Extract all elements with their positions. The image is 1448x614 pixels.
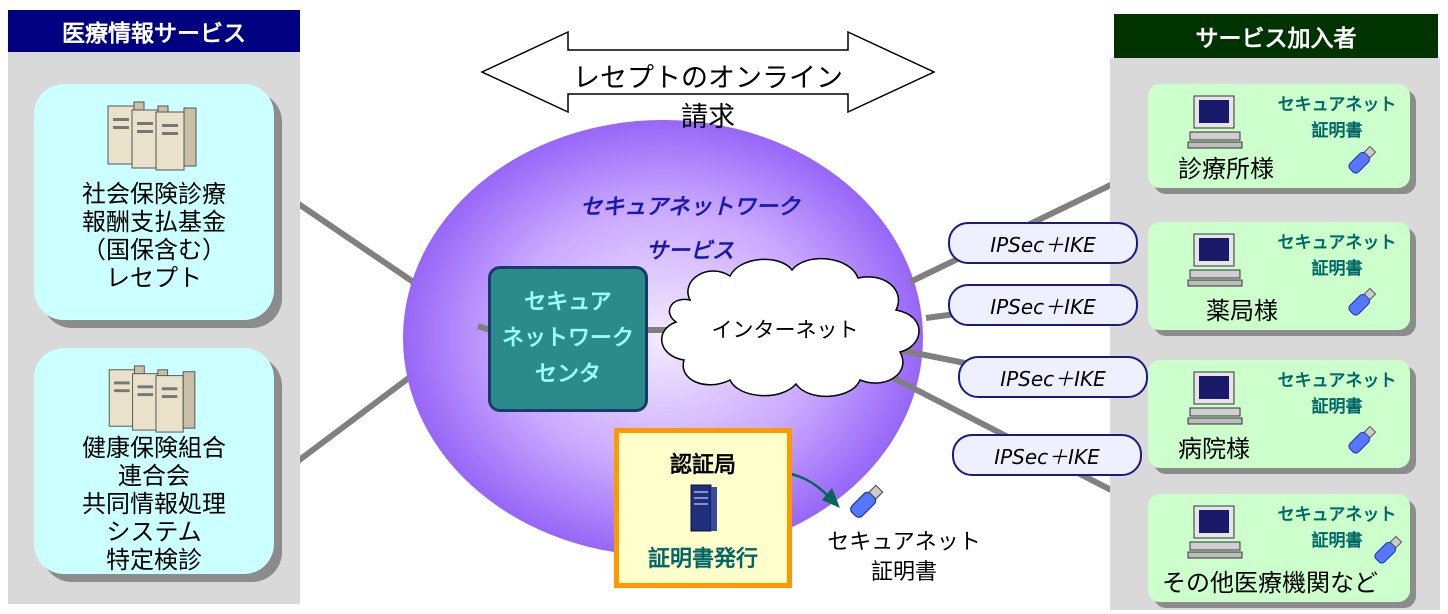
usb-key-icon	[1348, 425, 1377, 454]
arrow-label: レセプトのオンライン請求	[573, 63, 843, 133]
cert-label: セキュアネット 証明書	[1277, 233, 1397, 279]
pc-icon	[1187, 95, 1243, 149]
provider-label: 社会保険診療 報酬支払基金 （国保含む） レセプト	[82, 180, 226, 292]
protocol-pill: IPSec＋IKE	[948, 222, 1138, 264]
subscriber-box: セキュアネット 証明書 薬局様	[1148, 222, 1410, 330]
right-panel-header: サービス加入者	[1114, 14, 1438, 58]
protocol-pill: IPSec＋IKE	[948, 284, 1138, 326]
subscriber-label: 薬局様	[1206, 297, 1278, 325]
issued-cert-label: セキュアネット 証明書	[827, 530, 981, 585]
issue-arrowhead	[822, 488, 840, 508]
usb-key-icon	[850, 484, 884, 518]
subscriber-box: セキュアネット 証明書 診療所様	[1148, 84, 1410, 188]
server-rack-icon	[690, 484, 717, 532]
ca-title: 認証局	[669, 453, 736, 478]
provider-box-shaharai: 社会保険診療 報酬支払基金 （国保含む） レセプト	[34, 84, 274, 320]
provider-label: 健康保険組合 連合会 共同情報処理 システム 特定検診	[82, 434, 226, 574]
network-title: セキュアネットワーク サービス	[580, 195, 800, 264]
server-icon	[107, 101, 197, 171]
left-panel-title: 医療情報サービス	[62, 21, 246, 47]
protocol-pill: IPSec＋IKE	[958, 356, 1148, 398]
ca-action: 証明書発行	[647, 547, 758, 572]
provider-box-kenpo: 健康保険組合 連合会 共同情報処理 システム 特定検診	[34, 348, 274, 574]
usb-key-icon	[1348, 287, 1377, 316]
certificate-authority-box: 認証局 証明書発行	[614, 428, 792, 588]
subscriber-label: 診療所様	[1178, 155, 1274, 183]
subscriber-label: 病院様	[1178, 435, 1250, 463]
server-icon	[108, 365, 196, 433]
protocol-pill: IPSec＋IKE	[952, 434, 1142, 476]
subscriber-label: その他医療機関など	[1162, 569, 1378, 597]
left-panel-header: 医療情報サービス	[8, 10, 300, 52]
cert-label: セキュアネット 証明書	[1277, 95, 1397, 141]
pc-icon	[1187, 371, 1243, 425]
subscriber-box: セキュアネット 証明書 その他医療機関など	[1148, 494, 1410, 602]
internet-label: インターネット	[711, 318, 859, 342]
usb-key-icon	[1348, 145, 1377, 174]
double-arrow	[480, 30, 936, 114]
usb-key-icon	[1374, 535, 1403, 564]
cert-label: セキュアネット 証明書	[1277, 371, 1397, 417]
right-panel-title: サービス加入者	[1195, 26, 1357, 52]
secure-network-center: セキュア ネットワーク センタ	[488, 266, 648, 412]
pc-icon	[1187, 505, 1243, 559]
pc-icon	[1187, 233, 1243, 287]
cert-label: セキュアネット 証明書	[1277, 505, 1397, 551]
internet-cloud	[660, 257, 920, 397]
subscriber-box: セキュアネット 証明書 病院様	[1148, 360, 1410, 468]
